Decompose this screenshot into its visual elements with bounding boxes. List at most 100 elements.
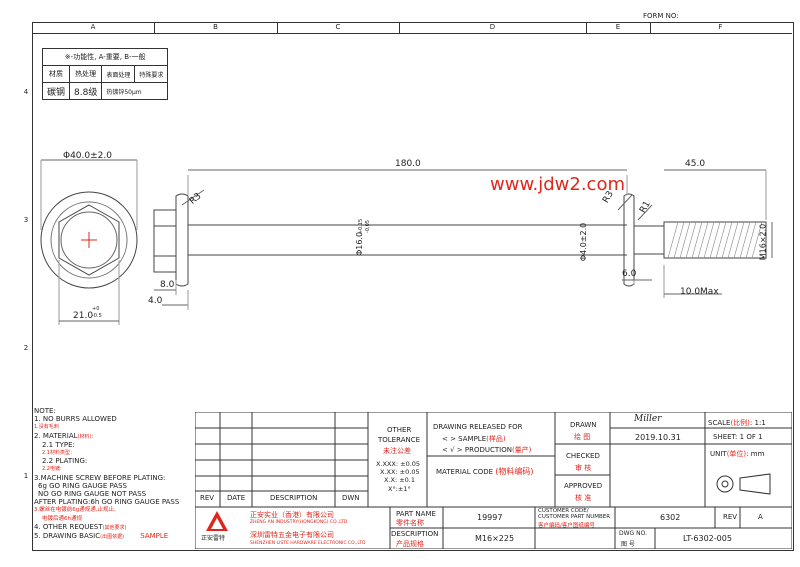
tolerance-label: TOLERANCE bbox=[378, 436, 421, 444]
company-en-2: SHENZHEN LISTE HARDWARE ELECTRONIC CO.,L… bbox=[250, 541, 366, 546]
note-3: 3.MACHINE SCREW BEFORE PLATING: bbox=[34, 473, 166, 482]
note-2-2: 2.2 PLATING: bbox=[42, 457, 88, 466]
customer-cn: 客户编码/客户图纸编号 bbox=[538, 523, 595, 529]
scale-label: SCALE bbox=[708, 419, 731, 427]
notes-block: NOTE: 1. NO BURRS ALLOWED 1.没有毛刺 2. MATE… bbox=[34, 407, 199, 541]
dim-neck-dia: Φ4.0±2.0 bbox=[579, 222, 589, 262]
note-2-1-cn: 2.1材料类型： bbox=[42, 450, 75, 457]
part-name-cn: 零件名称 bbox=[396, 519, 424, 527]
note-5: 5. DRAWING BASIC bbox=[34, 532, 101, 541]
unit-cn: (单位) bbox=[726, 450, 747, 458]
note-1-cn: 1.没有毛刺 bbox=[34, 424, 59, 431]
part-name-label: PART NAME bbox=[396, 510, 436, 518]
col-dwn: DWN bbox=[342, 494, 360, 502]
logo-text: 正安雷特 bbox=[201, 535, 226, 542]
header-heat: 热处理 bbox=[69, 65, 103, 83]
scale-value: 1:1 bbox=[754, 419, 766, 427]
note-2-2-cn: 2.2电镀: bbox=[42, 466, 62, 473]
dwg-no-cn: 图 号 bbox=[621, 541, 635, 548]
thread-body bbox=[663, 221, 767, 259]
note-2-cn: (材料)： bbox=[77, 433, 97, 440]
hex-head-side bbox=[153, 209, 177, 273]
bolt-drawing bbox=[40, 159, 773, 325]
tol-xx: X.XX: ±0.05 bbox=[380, 468, 420, 476]
dim-hex-tol-lower: -0.5 bbox=[92, 313, 102, 319]
dim-flange-t: 8.0 bbox=[160, 280, 175, 290]
title-block-grid bbox=[195, 412, 792, 549]
requirements-legend: ※-功能性, A-重要, B-一般 bbox=[41, 48, 169, 66]
unit-value: mm bbox=[750, 450, 765, 458]
dim-hex: 21.0 bbox=[73, 311, 94, 321]
col-description: DESCRIPTION bbox=[270, 494, 318, 502]
surface-value: 热镀锌50μm bbox=[101, 82, 169, 100]
note-1: 1. NO BURRS ALLOWED bbox=[34, 415, 117, 424]
dim-head-dia: Φ40.0±2.0 bbox=[63, 151, 112, 161]
drawn-label: DRAWN bbox=[570, 421, 597, 429]
material-code-label: MATERIAL CODE bbox=[436, 468, 494, 476]
company-cn-1: 正安实业（香港）有限公司 bbox=[250, 511, 334, 519]
header-surface: 表面处理 bbox=[101, 65, 136, 83]
zone-3: 3 bbox=[23, 216, 29, 224]
header-special: 特殊要求 bbox=[134, 65, 169, 83]
company-logo-icon bbox=[206, 511, 228, 531]
note-3-cn2: 电镀后通6h通规 bbox=[42, 515, 82, 522]
note-5-cn: (出图依据) bbox=[100, 534, 125, 541]
dim-hex-tol-upper: +0 bbox=[92, 306, 100, 312]
dim-length: 180.0 bbox=[395, 159, 421, 169]
tolerance-cn: 未注公差 bbox=[383, 447, 411, 455]
approved-label: APPROVED bbox=[564, 482, 603, 490]
note-3a: 6g GO RING GAUGE PASS bbox=[38, 481, 127, 490]
sample-option: < > SAMPLE bbox=[442, 435, 487, 443]
company-cn-2: 深圳雷特五金电子有限公司 bbox=[250, 531, 334, 539]
date-value: 2019.10.31 bbox=[635, 433, 681, 442]
dim-thread-len: 45.0 bbox=[685, 159, 706, 169]
customer-code-label: CUSTOMER CODE/ bbox=[538, 508, 589, 514]
dwg-no-label: DWG NO. bbox=[619, 530, 647, 537]
col-rev: REV bbox=[200, 494, 215, 502]
dim-head-gap: 4.0 bbox=[148, 296, 163, 306]
col-date: DATE bbox=[227, 494, 246, 502]
tol-x: X.X: ±0.1 bbox=[384, 476, 416, 484]
part-no-value: 19997 bbox=[477, 513, 503, 522]
requirements-table: ※-功能性, A-重要, B-一般 材质 热处理 表面处理 特殊要求 碳钢 8.… bbox=[41, 48, 169, 100]
production-option: < √ > PRODUCTION bbox=[442, 446, 512, 454]
note-5-value: SAMPLE bbox=[140, 532, 169, 541]
note-2: 2. MATERIAL bbox=[34, 431, 78, 440]
dim-shank-tol-upper: +0.15 bbox=[358, 218, 365, 235]
approved-cn: 核 准 bbox=[575, 494, 592, 502]
customer-value: 6302 bbox=[660, 513, 681, 522]
header-material: 材质 bbox=[41, 65, 71, 83]
description-label: DESCRIPTION bbox=[391, 530, 439, 538]
released-label: DRAWING RELEASED FOR bbox=[433, 423, 523, 431]
zone-ruler-top: A B C D E F bbox=[32, 22, 792, 34]
note-4: 4. OTHER REQUEST bbox=[34, 522, 103, 531]
dim-neck-len: 6.0 bbox=[622, 269, 637, 279]
rev-label-2: REV bbox=[723, 513, 738, 521]
zone-b: B bbox=[154, 22, 278, 33]
dim-shank-tol-lower: -0.05 bbox=[364, 220, 371, 233]
grade-value: 8.8级 bbox=[69, 82, 103, 100]
zone-2: 2 bbox=[23, 344, 29, 352]
watermark: www.jdw2.com bbox=[490, 174, 625, 195]
dim-shank-dia: Φ16.0 bbox=[355, 231, 365, 257]
zone-d: D bbox=[399, 22, 587, 33]
notes-title: NOTE: bbox=[34, 407, 56, 415]
sample-cn: (样品) bbox=[486, 435, 506, 443]
unit-label: UNIT bbox=[710, 450, 727, 458]
rev-value: A bbox=[758, 513, 763, 521]
note-3-cn: 3.螺丝在电镀前6g通规通,止规止, bbox=[34, 507, 116, 514]
form-no-label: FORM NO: bbox=[643, 12, 679, 20]
checked-label: CHECKED bbox=[566, 452, 600, 460]
drawing-frame bbox=[32, 22, 794, 551]
zone-c: C bbox=[277, 22, 400, 33]
tol-angle: X°:±1° bbox=[388, 485, 411, 493]
flange-side bbox=[175, 193, 189, 287]
dim-thread: M16×2.0 bbox=[758, 223, 768, 261]
zone-1: 1 bbox=[23, 472, 29, 480]
signature: Miller bbox=[634, 414, 662, 424]
zone-f: F bbox=[718, 23, 723, 31]
note-3c: AFTER PLATING:6h GO RING GAUGE PASS bbox=[34, 498, 180, 507]
production-cn: (量产) bbox=[511, 446, 532, 454]
customer-part-label: CUSTOMER PART NUMBER bbox=[538, 514, 611, 520]
zone-e: E bbox=[586, 22, 651, 33]
